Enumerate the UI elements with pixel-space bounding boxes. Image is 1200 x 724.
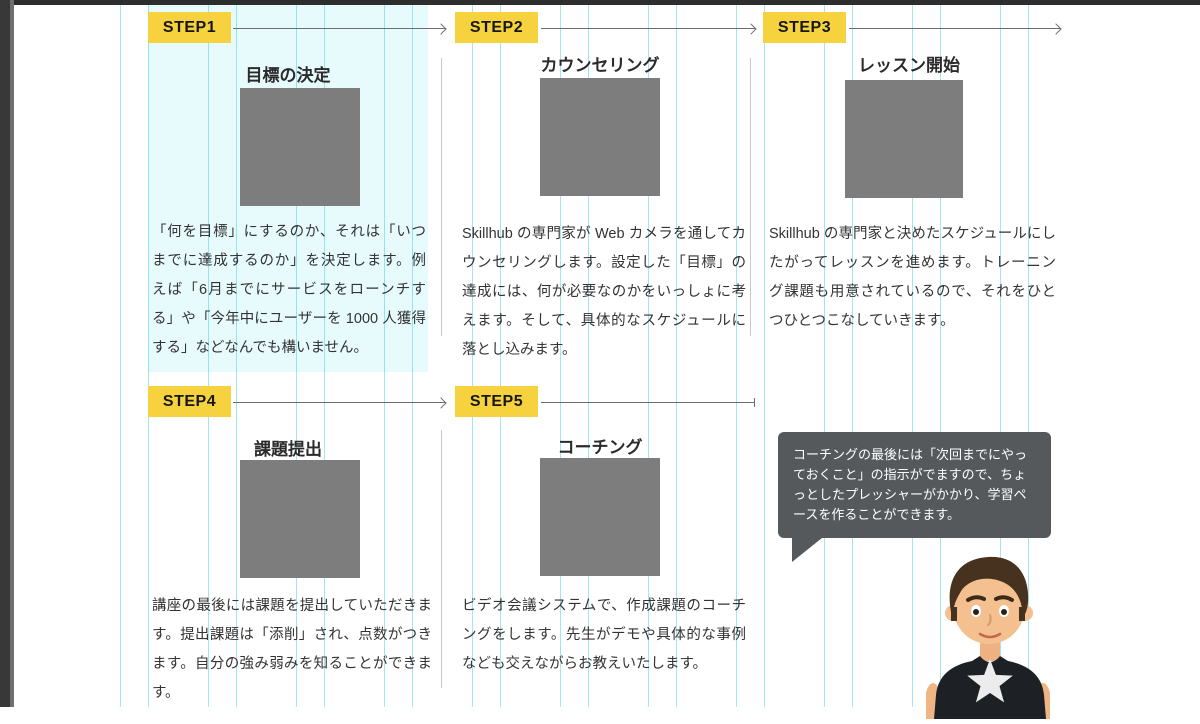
step1-image-placeholder bbox=[240, 88, 360, 206]
step4-description: 講座の最後には課題を提出していただきます。提出課題は「添削」され、点数がつきます… bbox=[152, 598, 432, 701]
step4-image-placeholder bbox=[240, 460, 360, 578]
guide-line bbox=[1028, 5, 1029, 707]
step2-badge: STEP2 bbox=[455, 12, 538, 43]
step1-description: 「何を目標」にするのか、それは「いつまでに達成するのか」を決定します。例えば「6… bbox=[152, 224, 426, 356]
guide-line bbox=[324, 5, 325, 707]
guide-line bbox=[500, 5, 501, 707]
column-divider bbox=[441, 58, 442, 336]
step2-image-placeholder bbox=[540, 78, 660, 196]
guide-line bbox=[208, 5, 209, 707]
step3-badge: STEP3 bbox=[763, 12, 846, 43]
guide-line bbox=[940, 5, 941, 707]
guide-line bbox=[912, 5, 913, 707]
arrow-step4-to-step5 bbox=[233, 402, 445, 403]
step2-description: Skillhub の専門家が Web カメラを通してカウンセリングします。設定し… bbox=[462, 226, 746, 358]
guide-line bbox=[676, 5, 677, 707]
guide-line bbox=[1000, 5, 1001, 707]
guide-line bbox=[412, 5, 413, 707]
step5-title: コーチング bbox=[557, 438, 643, 457]
speech-bubble: コーチングの最後には「次回までにやっておくこと」の指示がでますので、ちょっとした… bbox=[778, 432, 1051, 538]
step2-title: カウンセリング bbox=[540, 56, 660, 75]
guide-line bbox=[736, 5, 737, 707]
teacher-avatar-illustration bbox=[924, 556, 1052, 724]
step3-description: Skillhub の専門家と決めたスケジュールにしたがってレッスンを進めます。ト… bbox=[769, 226, 1056, 329]
column-divider bbox=[441, 430, 442, 688]
guide-line bbox=[588, 5, 589, 707]
window-left-edge bbox=[0, 0, 10, 707]
speech-bubble-tail bbox=[792, 538, 822, 562]
step1-badge: STEP1 bbox=[148, 12, 231, 43]
arrow-step3-next bbox=[849, 28, 1060, 29]
window-top-edge bbox=[0, 0, 1200, 5]
step4-badge: STEP4 bbox=[148, 386, 231, 417]
window-left-edge-highlight bbox=[10, 0, 14, 707]
step5-image-placeholder bbox=[540, 458, 660, 576]
guide-line bbox=[764, 5, 765, 707]
column-divider bbox=[750, 58, 751, 336]
step5-description: ビデオ会議システムで、作成課題のコーチングをします。先生がデモや具体的な事例など… bbox=[462, 598, 746, 672]
guide-line bbox=[296, 5, 297, 707]
step3-title: レッスン開始 bbox=[858, 56, 960, 75]
guide-line bbox=[472, 5, 473, 707]
arrow-step5-end bbox=[541, 398, 755, 407]
guide-line bbox=[120, 5, 121, 707]
guide-line bbox=[824, 5, 825, 707]
step5-badge: STEP5 bbox=[455, 386, 538, 417]
arrow-step2-to-step3 bbox=[541, 28, 755, 29]
teacher-avatar bbox=[924, 549, 1052, 724]
guide-line bbox=[648, 5, 649, 707]
guide-line bbox=[560, 5, 561, 707]
step4-title: 課題提出 bbox=[254, 440, 322, 459]
guide-line bbox=[384, 5, 385, 707]
step1-title: 目標の決定 bbox=[245, 66, 331, 85]
guide-line bbox=[236, 5, 237, 707]
step3-image-placeholder bbox=[845, 80, 963, 198]
guide-line bbox=[148, 5, 149, 707]
guide-line bbox=[852, 5, 853, 707]
arrow-step1-to-step2 bbox=[233, 28, 445, 29]
